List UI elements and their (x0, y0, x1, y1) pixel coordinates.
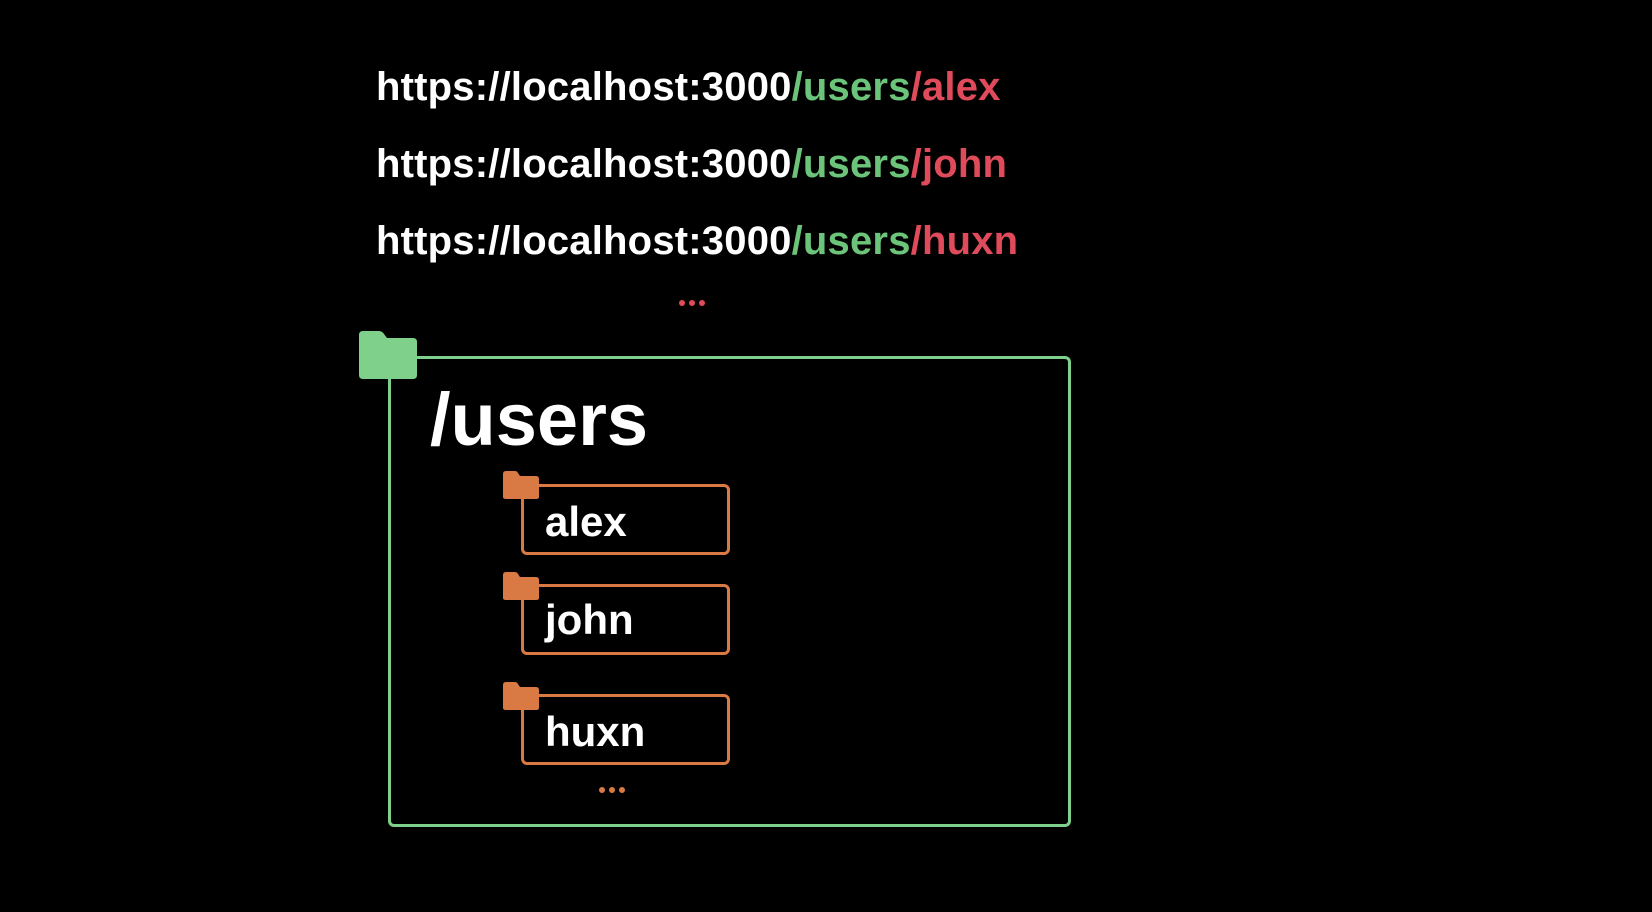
url-line-alex: https://localhost:3000/users/alex (376, 63, 1001, 111)
url-line-john: https://localhost:3000/users/john (376, 140, 1007, 188)
url-segment-users: /users (791, 219, 911, 263)
folder-icon (503, 682, 539, 710)
folder-box-alex (521, 484, 730, 555)
folder-icon (503, 572, 539, 600)
users-folder-icon (359, 331, 417, 379)
url-base: https://localhost:3000 (376, 219, 792, 263)
users-folder-box (388, 356, 1071, 827)
url-segment-name: /alex (910, 65, 1001, 109)
folder-label-alex: alex (545, 498, 627, 545)
more-folders-ellipsis-icon (599, 787, 625, 793)
folder-box-huxn (521, 694, 730, 765)
url-segment-users: /users (791, 65, 911, 109)
folder-label-john: john (545, 596, 634, 643)
url-base: https://localhost:3000 (376, 142, 792, 186)
url-segment-name: /john (910, 142, 1008, 186)
url-segment-name: /huxn (910, 219, 1019, 263)
url-line-huxn: https://localhost:3000/users/huxn (376, 217, 1018, 265)
url-base: https://localhost:3000 (376, 65, 792, 109)
url-segment-users: /users (791, 142, 911, 186)
folder-box-john (521, 584, 730, 655)
folder-icon (503, 471, 539, 499)
users-folder-title: /users (430, 378, 649, 461)
folder-label-huxn: huxn (545, 708, 646, 755)
more-urls-ellipsis-icon (679, 300, 705, 306)
